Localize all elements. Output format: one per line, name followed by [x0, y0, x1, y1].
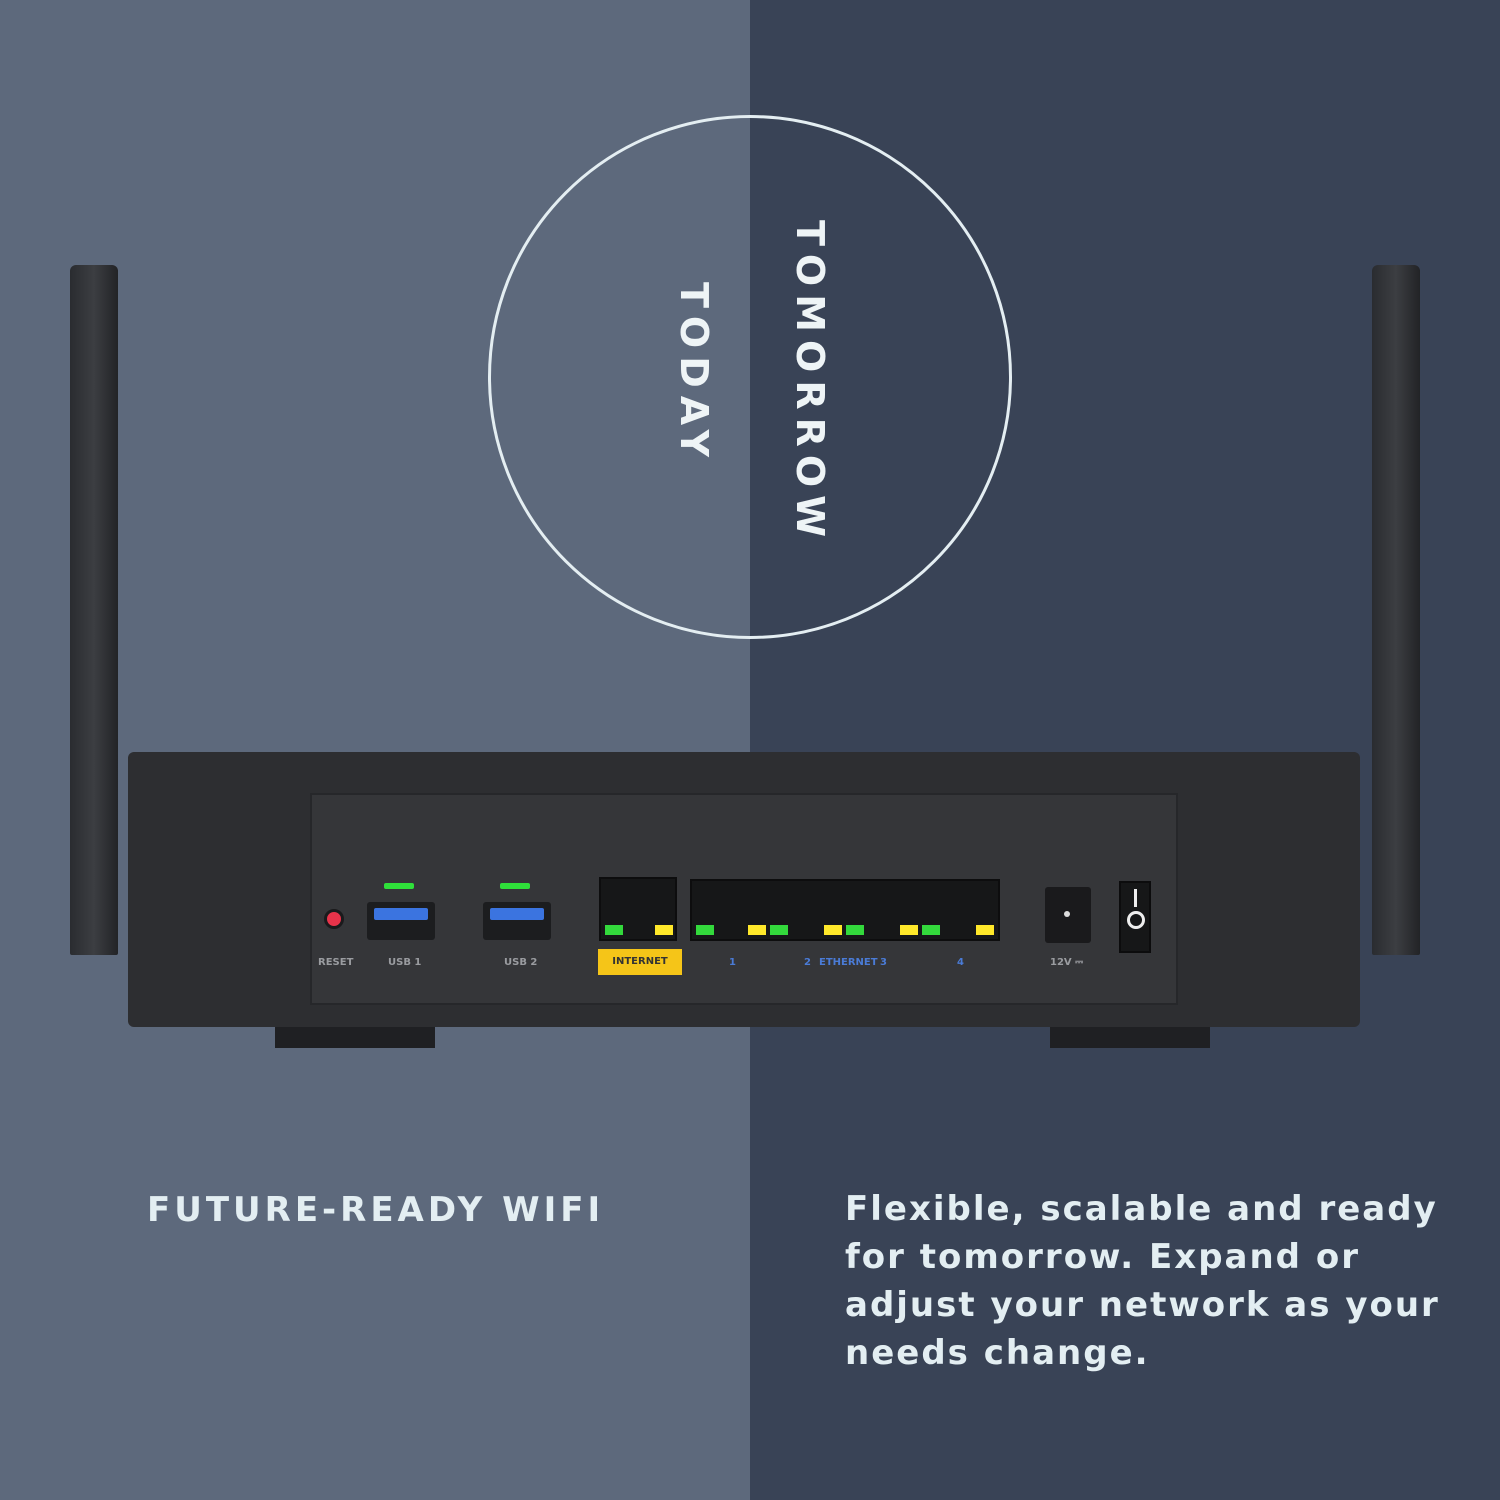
usb1-label: USB 1	[388, 957, 422, 968]
usb1-led	[384, 883, 414, 889]
ethernet-ports	[690, 879, 1000, 941]
usb1-port	[367, 902, 435, 940]
router-body: RESET USB 1 USB 2 INTERNET 1 2 ETHERNET …	[128, 752, 1360, 1027]
power-label: 12V ⎓	[1050, 957, 1084, 968]
reset-button[interactable]	[324, 909, 344, 929]
left-antenna	[70, 265, 118, 955]
reset-label: RESET	[318, 957, 354, 968]
usb2-port	[483, 902, 551, 940]
rear-panel: RESET USB 1 USB 2 INTERNET 1 2 ETHERNET …	[310, 793, 1178, 1005]
circle-outline	[488, 115, 1012, 639]
port4-label: 4	[957, 957, 964, 968]
tomorrow-text: TOMORROW	[788, 220, 832, 546]
headline: FUTURE-READY WIFI	[147, 1190, 605, 1230]
today-text: TODAY	[672, 282, 716, 466]
ethernet-label: ETHERNET	[819, 957, 878, 968]
internet-port	[599, 877, 677, 941]
power-switch[interactable]	[1119, 881, 1151, 953]
description: Flexible, scalable and ready for tomorro…	[845, 1189, 1440, 1373]
usb2-label: USB 2	[504, 957, 538, 968]
port2-label: 2	[804, 957, 811, 968]
right-antenna	[1372, 265, 1420, 955]
port3-label: 3	[880, 957, 887, 968]
usb2-led	[500, 883, 530, 889]
internet-label: INTERNET	[598, 949, 682, 975]
power-jack	[1045, 887, 1091, 943]
port1-label: 1	[729, 957, 736, 968]
